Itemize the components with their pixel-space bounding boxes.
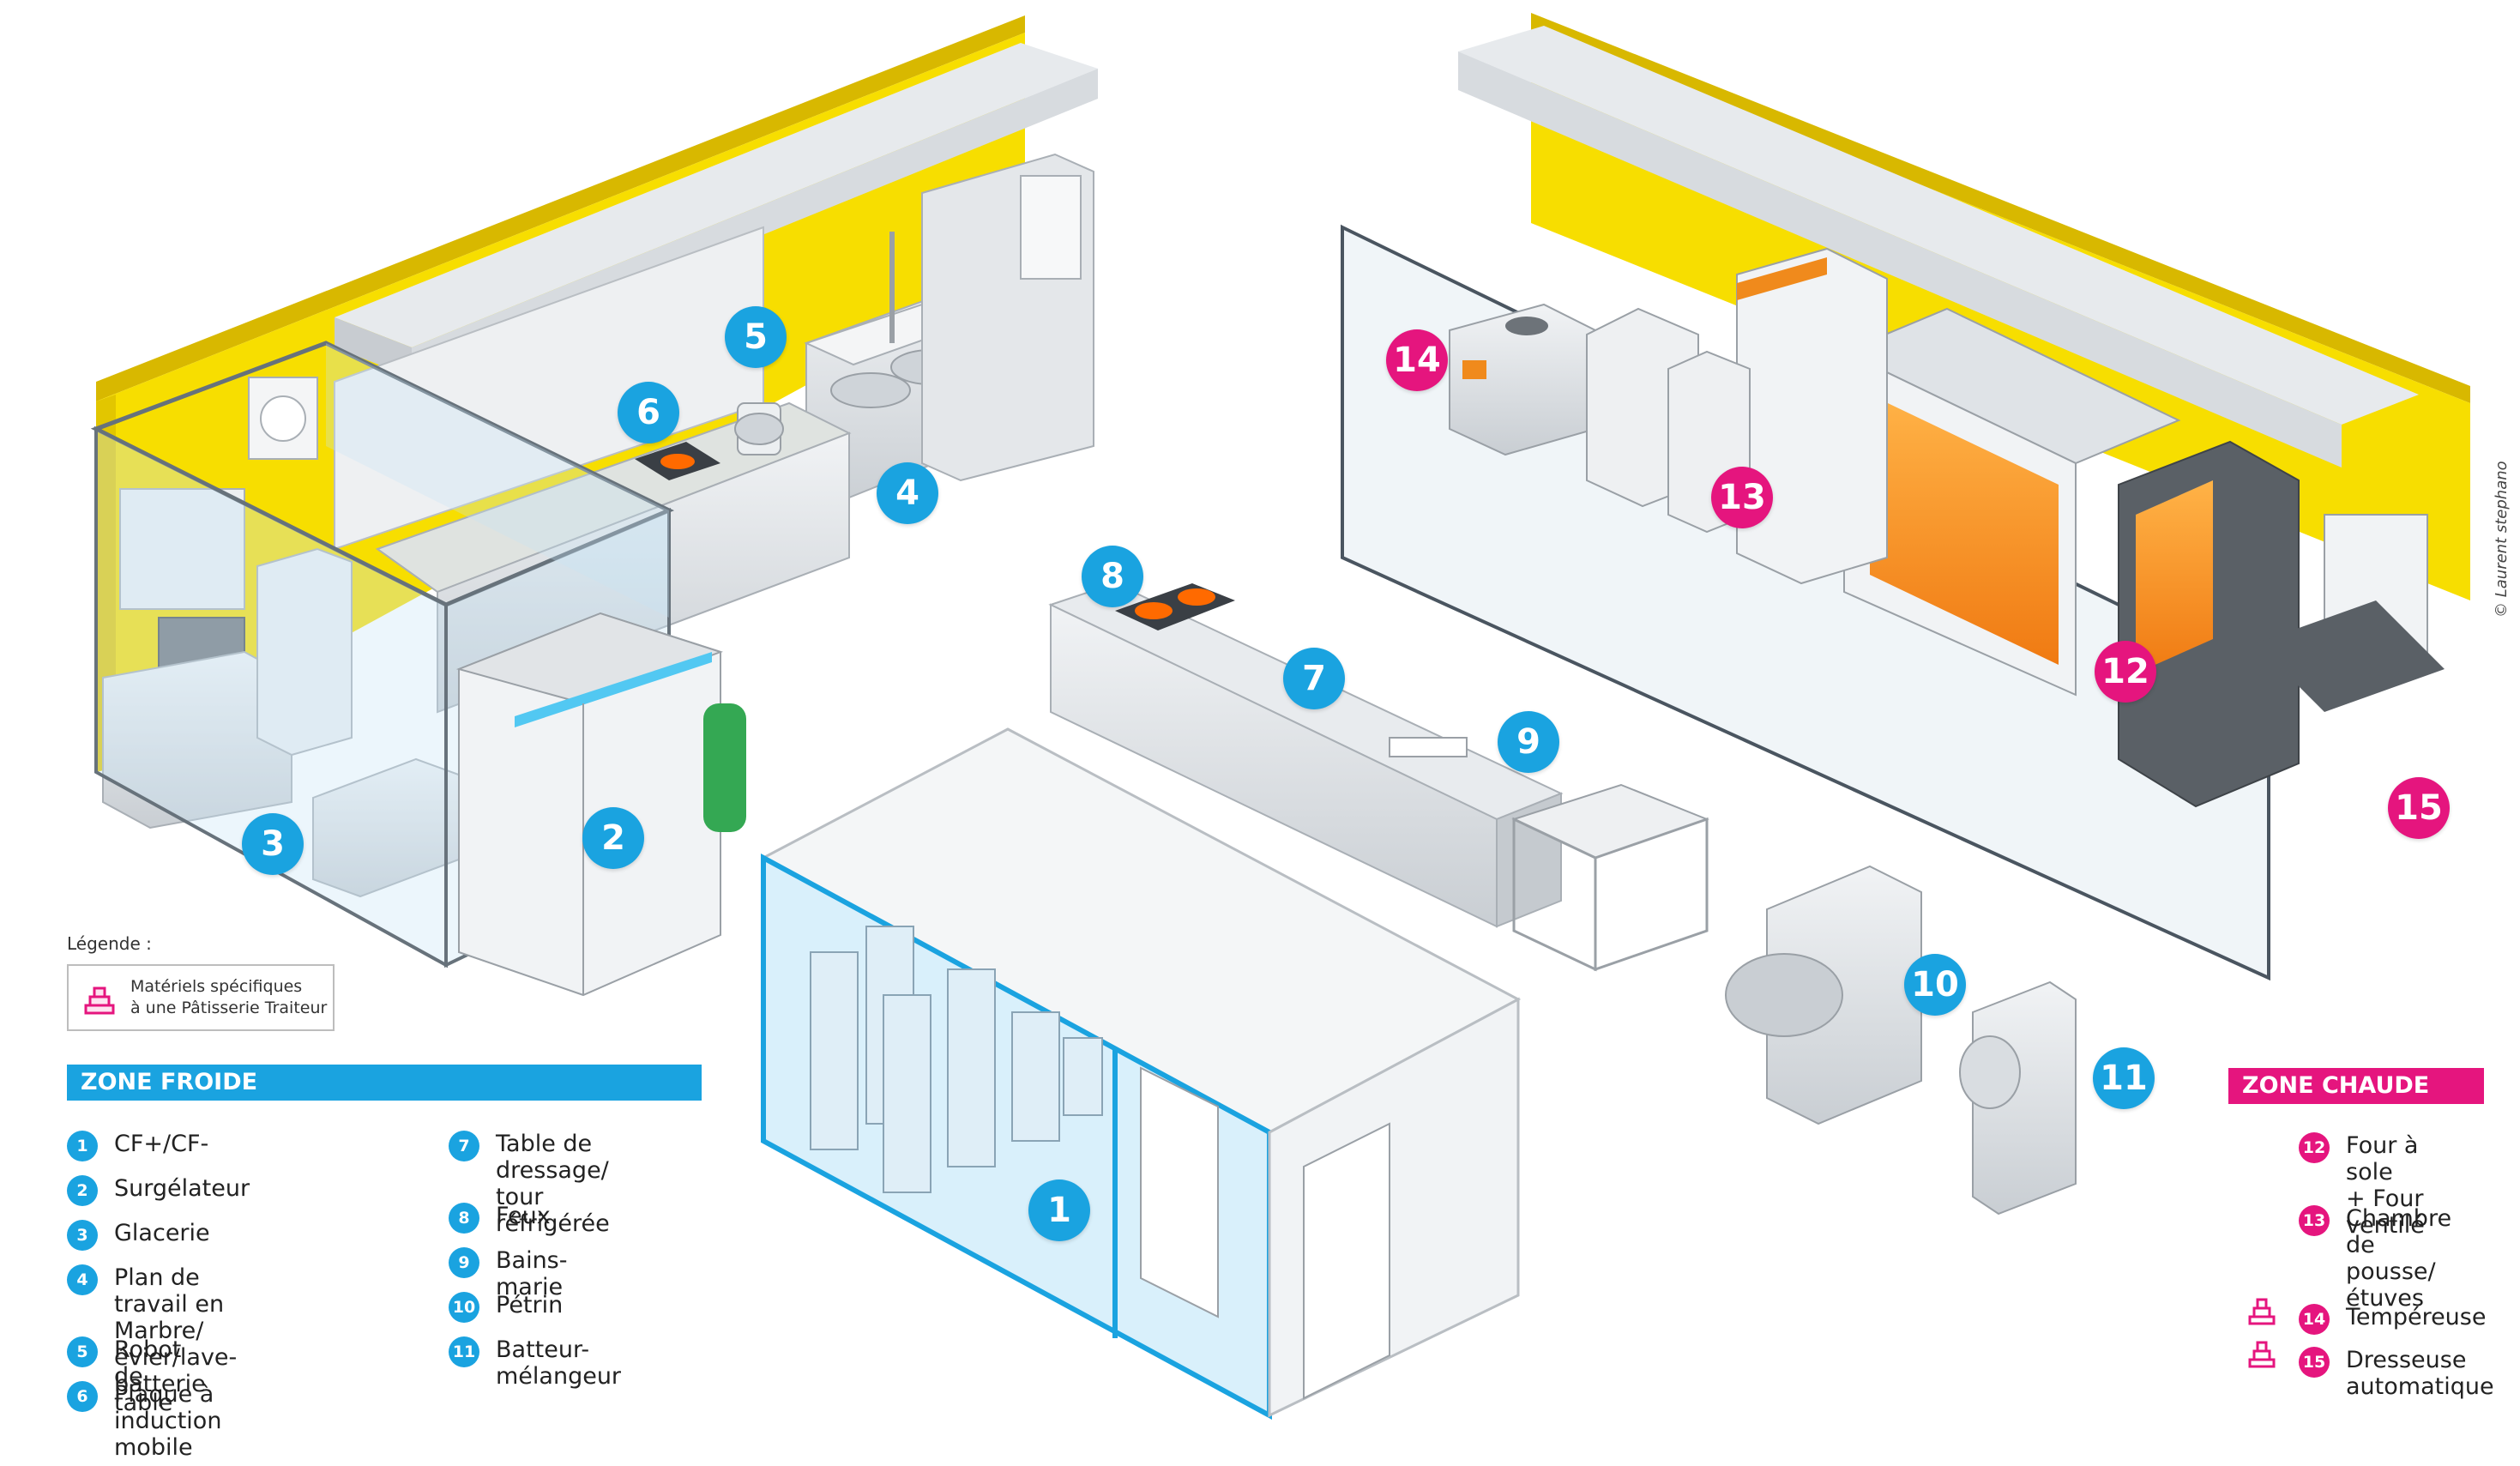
item-label: Tempéreuse <box>2346 1304 2487 1330</box>
zone-froide-title: ZONE FROIDE <box>67 1065 702 1101</box>
callout-12: 12 <box>2095 641 2156 703</box>
callout-number: 6 <box>636 393 660 432</box>
callout-number: 8 <box>1100 557 1124 596</box>
item-label: CF+/CF- <box>114 1131 209 1157</box>
item-label: Surgélateur <box>114 1175 250 1202</box>
item-number: 12 <box>2299 1132 2330 1163</box>
item-number: 13 <box>2299 1205 2330 1236</box>
item-label: Dresseuse automatique <box>2346 1347 2494 1400</box>
callout-number: 4 <box>895 474 919 513</box>
item-label: Chambre de pousse/ étuves <box>2346 1205 2452 1312</box>
callout-4: 4 <box>877 462 938 524</box>
callout-2: 2 <box>582 807 644 869</box>
callout-number: 14 <box>1393 341 1441 380</box>
item-label: Feux <box>496 1203 551 1229</box>
callout-13: 13 <box>1711 467 1773 528</box>
callout-number: 5 <box>744 317 768 357</box>
callout-7: 7 <box>1283 648 1345 709</box>
item-label: Plan de travail en Marbre/ évier/lave-ba… <box>114 1264 238 1397</box>
callout-number: 11 <box>2100 1059 2148 1098</box>
callout-3: 3 <box>242 813 304 875</box>
callout-8: 8 <box>1082 546 1143 607</box>
callout-15: 15 <box>2388 777 2450 839</box>
callout-1: 1 <box>1028 1179 1090 1241</box>
callout-10: 10 <box>1904 954 1966 1016</box>
callout-number: 9 <box>1516 722 1540 762</box>
cake-icon <box>2248 1341 2276 1368</box>
callout-5: 5 <box>725 306 787 368</box>
walk-in-cold-room <box>760 727 1522 1421</box>
callout-number: 10 <box>1911 965 1959 1004</box>
item-label: Glacerie <box>114 1220 210 1246</box>
item-number: 14 <box>2299 1304 2330 1335</box>
item-number: 15 <box>2299 1347 2330 1378</box>
item-label: Batteur-mélangeur <box>496 1336 622 1390</box>
item-number: 5 <box>67 1336 98 1367</box>
photo-credit: © Laurent stephano <box>2493 461 2511 618</box>
callout-number: 1 <box>1047 1191 1071 1230</box>
item-label: Bains-marie <box>496 1247 568 1300</box>
callout-number: 7 <box>1302 659 1326 698</box>
hot-zone-room <box>1341 13 2470 981</box>
legend-text: Matériels spécifiques à une Pâtisserie T… <box>130 977 328 1017</box>
callout-number: 13 <box>1718 478 1766 517</box>
item-number: 6 <box>67 1381 98 1412</box>
item-number: 2 <box>67 1175 98 1206</box>
item-number: 10 <box>449 1292 479 1323</box>
item-number: 4 <box>67 1264 98 1295</box>
legend-caption: Légende : <box>67 933 152 954</box>
mixers <box>1725 865 2077 1216</box>
cold-zone-room <box>90 15 1098 997</box>
item-label: Robot de table <box>114 1336 182 1416</box>
item-number: 1 <box>67 1131 98 1161</box>
item-number: 3 <box>67 1220 98 1251</box>
callout-9: 9 <box>1498 711 1559 773</box>
legend-box: Matériels spécifiques à une Pâtisserie T… <box>67 964 335 1031</box>
item-label: Table de dressage/ tour réfrigérée <box>496 1131 610 1237</box>
callout-6: 6 <box>618 382 679 443</box>
item-number: 7 <box>449 1131 479 1161</box>
cake-icon <box>84 986 115 1015</box>
callout-14: 14 <box>1386 329 1448 391</box>
item-number: 8 <box>449 1203 479 1234</box>
item-label: Plaque à induction mobile <box>114 1381 222 1461</box>
zone-chaude-title: ZONE CHAUDE <box>2228 1068 2484 1104</box>
item-label: Pétrin <box>496 1292 564 1318</box>
item-number: 9 <box>449 1247 479 1278</box>
item-number: 11 <box>449 1336 479 1367</box>
callout-number: 2 <box>601 818 625 858</box>
callout-number: 3 <box>261 824 285 864</box>
cake-icon <box>2248 1298 2276 1325</box>
callout-11: 11 <box>2093 1047 2155 1109</box>
callout-number: 15 <box>2395 788 2443 828</box>
item-label: Four à sole + Four ventilé <box>2346 1132 2425 1239</box>
callout-number: 12 <box>2101 652 2149 691</box>
